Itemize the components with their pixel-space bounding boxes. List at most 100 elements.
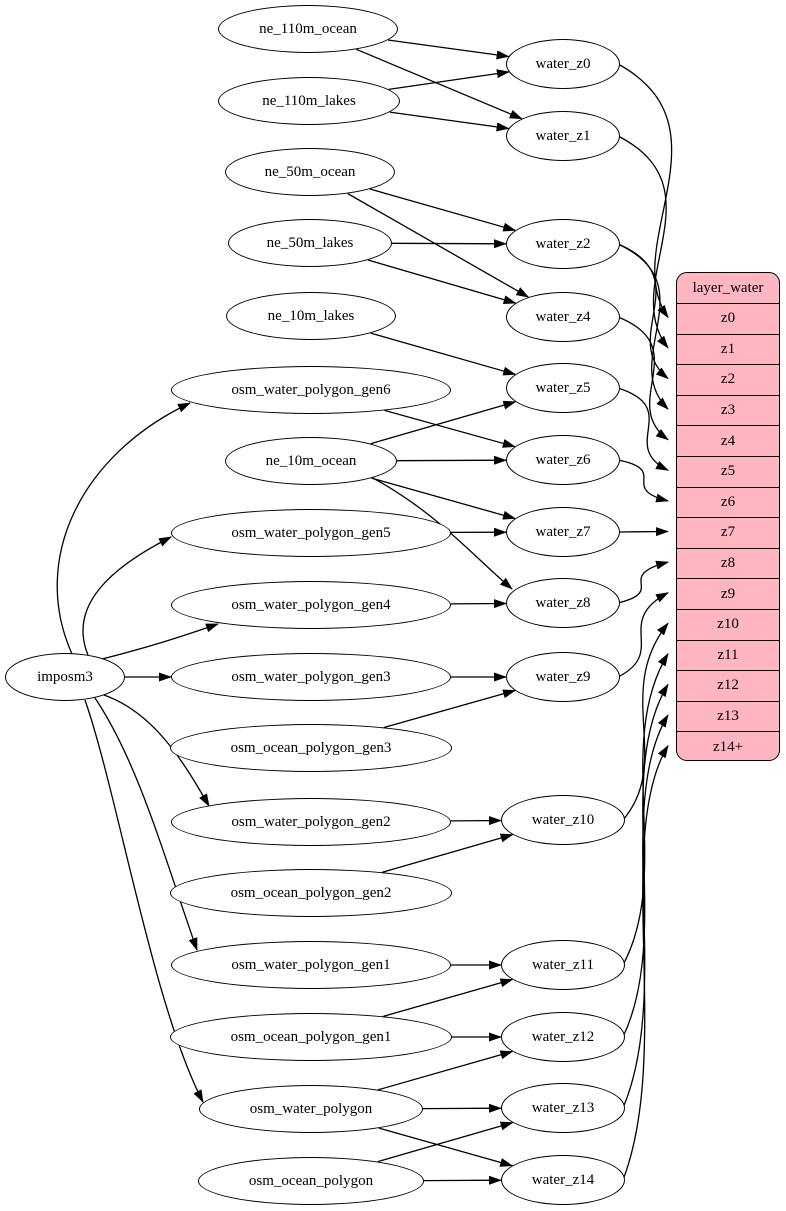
edge-water_z7-to-z7	[617, 527, 669, 537]
node-osm_water_polygon_gen1: osm_water_polygon_gen1	[171, 941, 451, 989]
node-water_z4: water_z4	[506, 292, 620, 342]
edge-ne_50m_ocean-to-water_z2	[369, 188, 517, 232]
edge-osm_water_polygon-to-water_z14	[378, 1127, 514, 1167]
edge-water_z2-to-z2	[617, 243, 669, 380]
node-label-imposm3: imposm3	[37, 668, 93, 685]
node-label-ne_10m_ocean: ne_10m_ocean	[265, 452, 357, 469]
edge-water_z12-to-z12	[622, 683, 669, 1038]
edge-imposm3-to-osm_water_polygon_gen1	[94, 697, 198, 951]
node-water_z12: water_z12	[501, 1012, 625, 1062]
edge-water_z5-to-z5	[617, 387, 669, 471]
table-row-z11: z11	[677, 639, 779, 671]
node-imposm3: imposm3	[5, 653, 125, 701]
node-label-water_z1: water_z1	[535, 127, 591, 144]
node-label-water_z12: water_z12	[531, 1028, 595, 1045]
node-label-osm_water_polygon: osm_water_polygon	[249, 1100, 373, 1117]
node-label-water_z10: water_z10	[531, 811, 595, 828]
table-row-z6: z6	[677, 486, 779, 518]
edge-ne_50m_lakes-to-water_z2	[391, 239, 507, 249]
edge-imposm3-to-osm_water_polygon_gen5	[82, 536, 172, 656]
table-row-z14plus: z14+	[677, 731, 779, 760]
node-water_z13: water_z13	[501, 1083, 625, 1133]
node-label-water_z6: water_z6	[535, 451, 591, 468]
edge-ne_110m_lakes-to-water_z0	[388, 69, 510, 91]
table-row-z9: z9	[677, 578, 779, 609]
edge-ne_10m_lakes-to-water_z5	[370, 332, 517, 376]
node-water_z0: water_z0	[506, 39, 620, 89]
node-osm_ocean_polygon_gen1: osm_ocean_polygon_gen1	[170, 1013, 452, 1061]
edge-water_z2-to-z3	[617, 243, 669, 410]
node-osm_water_polygon_gen3: osm_water_polygon_gen3	[171, 653, 451, 701]
edge-water_z8-to-z8	[617, 560, 669, 604]
edge-ne_50m_lakes-to-water_z4	[367, 259, 517, 305]
node-ne_110m_lakes: ne_110m_lakes	[218, 77, 400, 125]
edge-water_z1-to-z1	[617, 135, 669, 349]
node-osm_water_polygon_gen5: osm_water_polygon_gen5	[171, 509, 451, 557]
node-water_z10: water_z10	[501, 795, 625, 845]
edge-ne_50m_ocean-to-water_z4	[347, 192, 530, 298]
edge-imposm3-to-osm_water_polygon_gen2	[103, 694, 210, 807]
node-label-ne_10m_lakes: ne_10m_lakes	[267, 307, 355, 324]
edge-osm_ocean_polygon-to-water_z13	[377, 1121, 514, 1163]
edge-water_z4-to-z4	[617, 316, 669, 441]
edge-water_z13-to-z13	[622, 714, 669, 1109]
node-ne_10m_lakes: ne_10m_lakes	[226, 292, 396, 340]
table-row-z5: z5	[677, 455, 779, 487]
node-water_z14: water_z14	[501, 1155, 625, 1205]
edge-water_z6-to-z6	[617, 459, 669, 503]
node-label-water_z14: water_z14	[531, 1171, 595, 1188]
edge-ne_10m_ocean-to-water_z7	[371, 477, 516, 520]
edge-water_z11-to-z11	[622, 653, 669, 966]
node-label-osm_ocean_polygon_gen3: osm_ocean_polygon_gen3	[230, 739, 392, 756]
node-osm_water_polygon: osm_water_polygon	[199, 1085, 423, 1133]
node-water_z7: water_z7	[506, 507, 620, 557]
node-label-water_z13: water_z13	[531, 1099, 595, 1116]
node-label-water_z5: water_z5	[535, 379, 591, 396]
edge-osm_ocean_polygon_gen2-to-water_z10	[382, 833, 514, 873]
table-row-z10: z10	[677, 608, 779, 640]
edge-osm_water_polygon_gen6-to-water_z6	[384, 409, 516, 448]
edge-ne_10m_ocean-to-water_z6	[396, 455, 507, 465]
node-label-water_z8: water_z8	[535, 594, 591, 611]
node-water_z2: water_z2	[506, 219, 620, 269]
node-label-water_z0: water_z0	[535, 55, 591, 72]
node-osm_water_polygon_gen6: osm_water_polygon_gen6	[171, 366, 451, 414]
node-label-osm_water_polygon_gen3: osm_water_polygon_gen3	[231, 668, 391, 685]
node-label-ne_50m_lakes: ne_50m_lakes	[266, 234, 354, 251]
node-water_z8: water_z8	[506, 578, 620, 628]
edge-water_z0-to-z0	[617, 63, 673, 319]
edge-osm_ocean_polygon_gen1-to-water_z11	[383, 978, 514, 1018]
edge-imposm3-to-osm_water_polygon_gen6	[56, 402, 191, 655]
edge-ne_10m_ocean-to-water_z5	[370, 400, 517, 445]
table-row-z3: z3	[677, 394, 779, 426]
table-row-z4: z4	[677, 425, 779, 456]
node-label-osm_water_polygon_gen5: osm_water_polygon_gen5	[231, 524, 391, 541]
node-label-osm_ocean_polygon_gen1: osm_ocean_polygon_gen1	[230, 1028, 392, 1045]
table-row-z7: z7	[677, 517, 779, 548]
node-ne_50m_ocean: ne_50m_ocean	[225, 148, 395, 196]
edge-ne_110m_ocean-to-water_z0	[387, 39, 510, 60]
table-row-z2: z2	[677, 364, 779, 395]
edge-ne_10m_ocean-to-water_z8	[372, 477, 513, 590]
node-label-osm_water_polygon_gen2: osm_water_polygon_gen2	[231, 813, 391, 830]
node-ne_110m_ocean: ne_110m_ocean	[218, 5, 398, 53]
node-label-ne_50m_ocean: ne_50m_ocean	[264, 163, 356, 180]
node-label-ne_110m_lakes: ne_110m_lakes	[262, 92, 356, 109]
node-label-osm_ocean_polygon: osm_ocean_polygon	[248, 1172, 374, 1189]
edge-ne_110m_ocean-to-water_z1	[356, 48, 523, 120]
table-row-z0: z0	[677, 303, 779, 334]
node-osm_ocean_polygon: osm_ocean_polygon	[198, 1157, 424, 1205]
edge-water_z10-to-z10	[622, 622, 669, 821]
node-label-osm_water_polygon_gen6: osm_water_polygon_gen6	[231, 381, 391, 398]
edge-imposm3-to-osm_water_polygon_gen4	[101, 623, 219, 660]
node-osm_ocean_polygon_gen3: osm_ocean_polygon_gen3	[170, 724, 452, 772]
node-label-water_z7: water_z7	[535, 523, 591, 540]
node-water_z11: water_z11	[501, 940, 625, 990]
node-label-water_z9: water_z9	[535, 668, 591, 685]
node-label-ne_110m_ocean: ne_110m_ocean	[259, 20, 357, 37]
edge-osm_ocean_polygon_gen3-to-water_z9	[383, 689, 516, 729]
table-row-z13: z13	[677, 700, 779, 732]
